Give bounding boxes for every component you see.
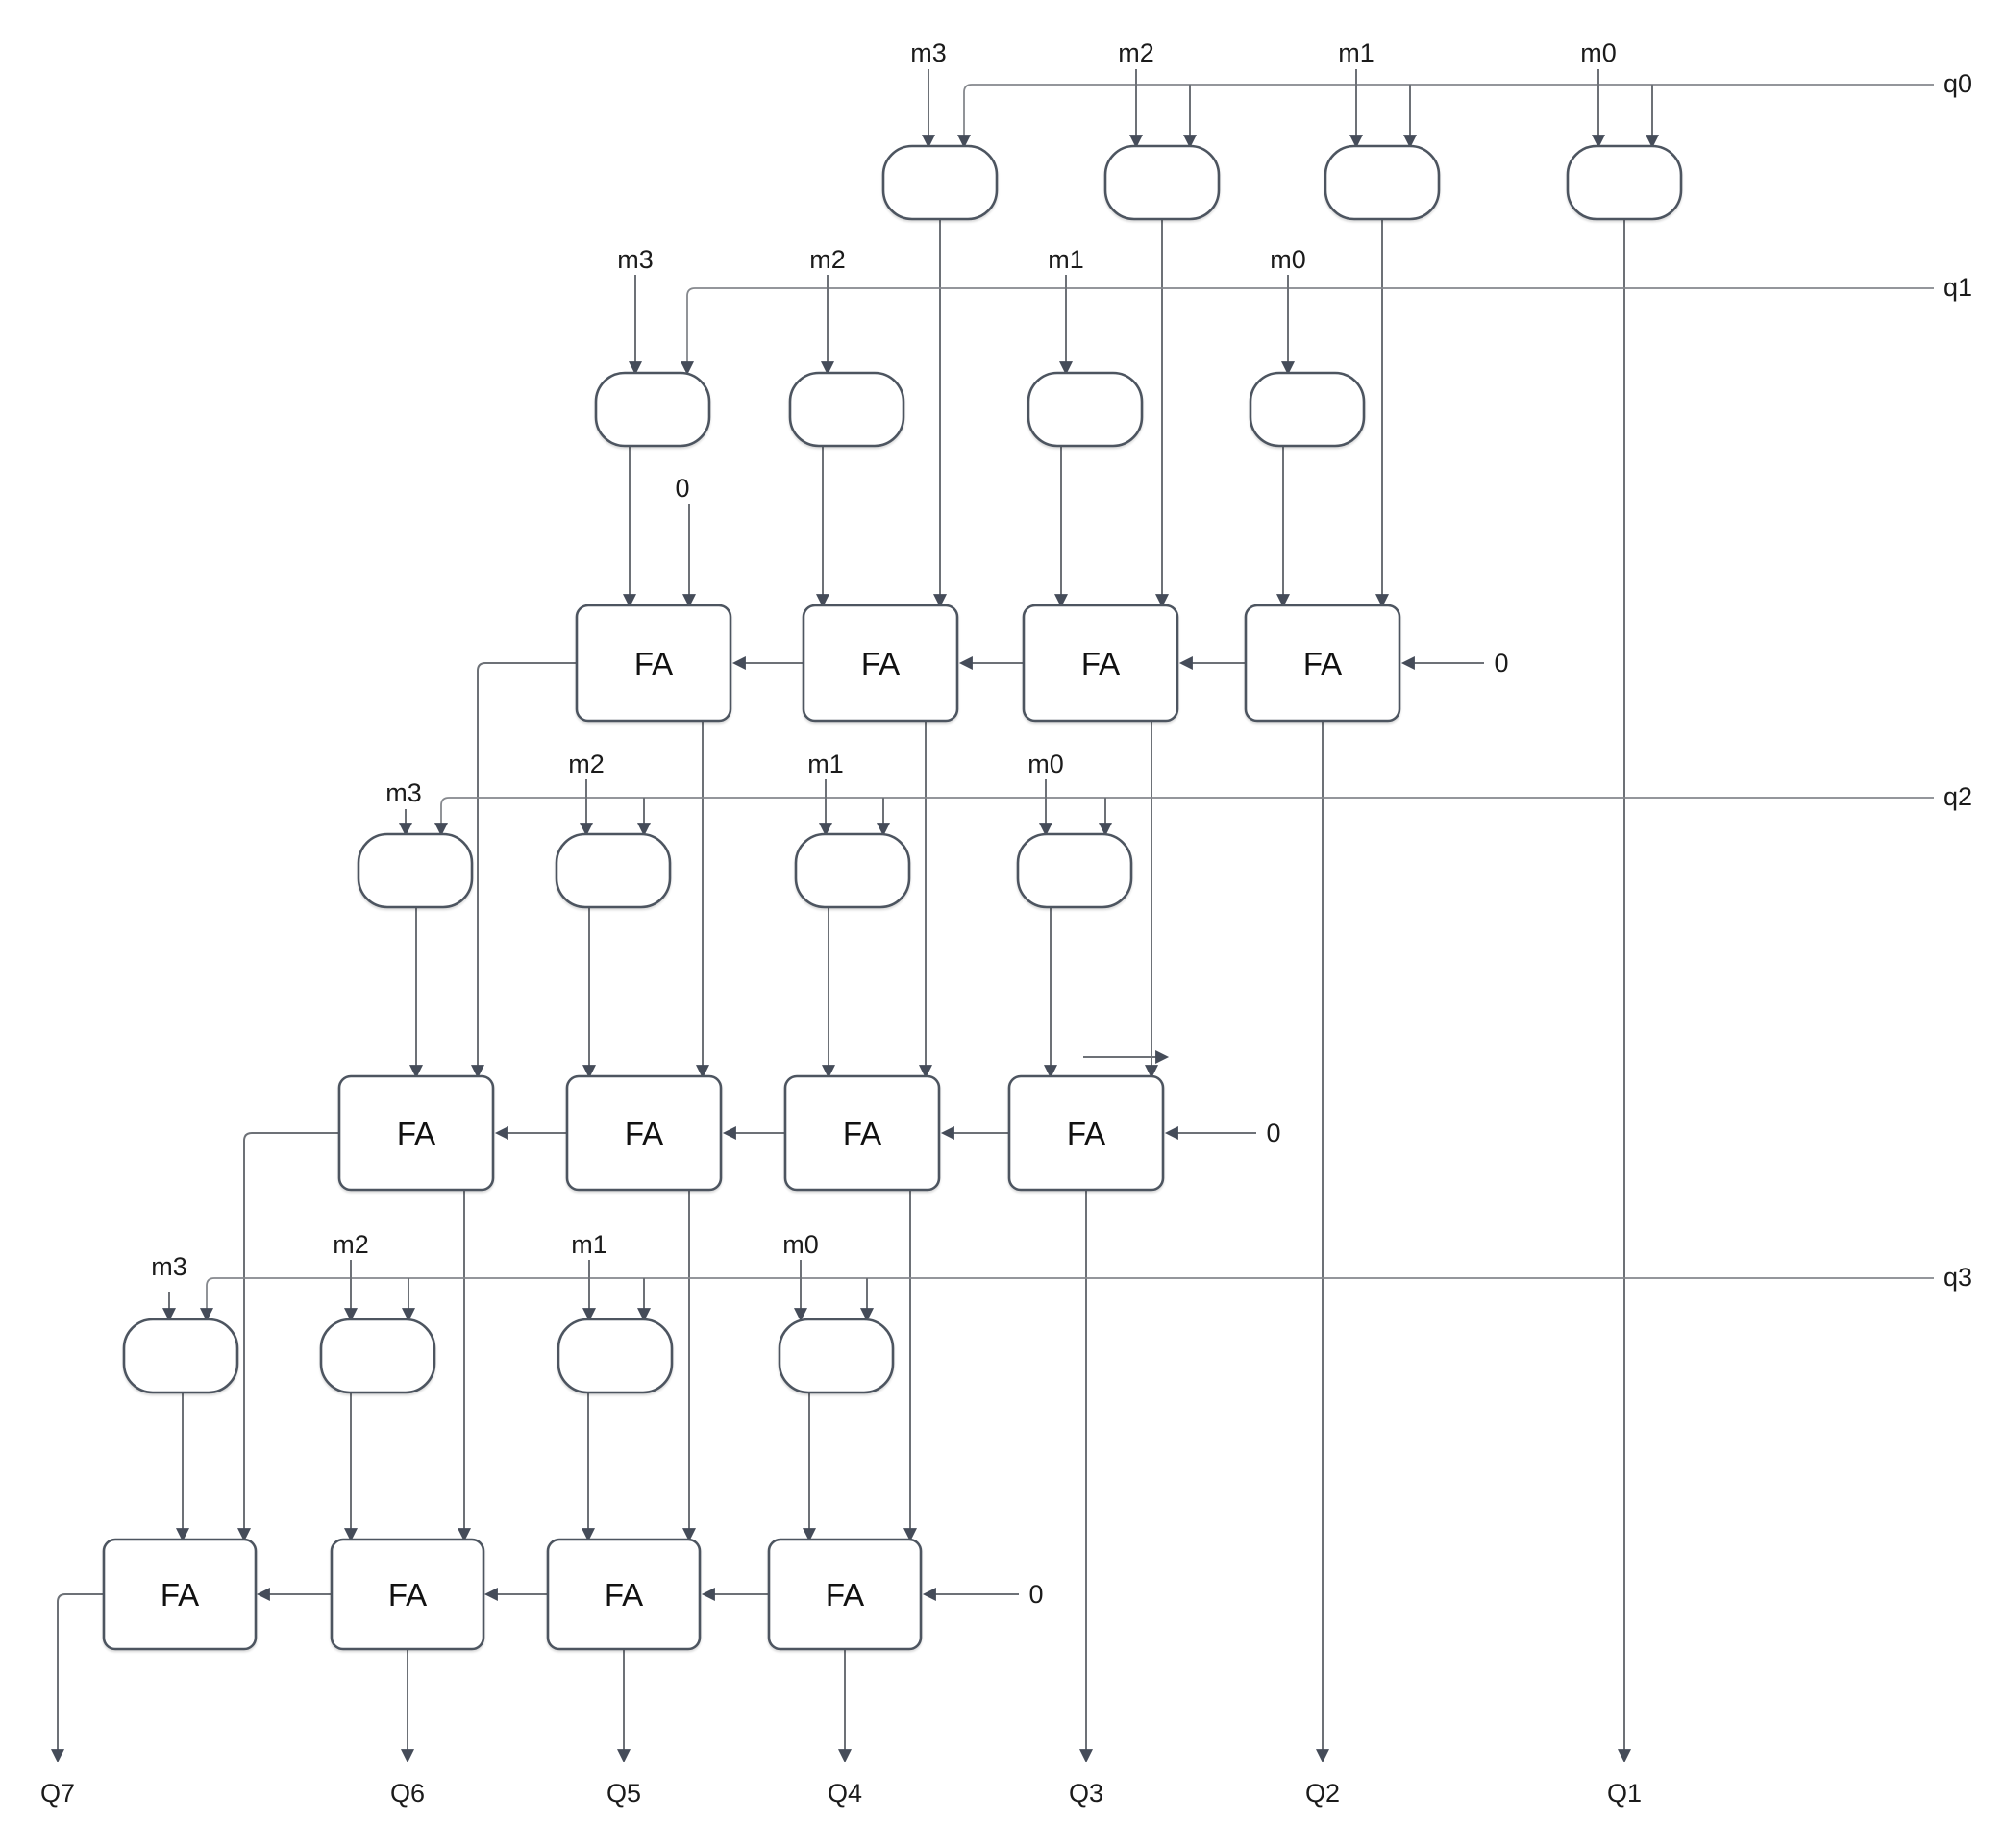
- and-gate-m3q0: [881, 144, 999, 221]
- m0-label: m0: [782, 1230, 819, 1259]
- q1-rail: [681, 287, 1934, 376]
- full-adder-box: [1022, 604, 1179, 723]
- output-q3-label: Q3: [1069, 1779, 1103, 1808]
- and-gate-m1q2: [794, 832, 911, 909]
- full-adder-box: [802, 604, 959, 723]
- m2-label: m2: [809, 245, 846, 274]
- output-q5-label: Q5: [606, 1779, 641, 1808]
- q2-rail-label: q2: [1943, 782, 1972, 811]
- full-adder-box: [330, 1538, 485, 1651]
- zero-label: 0: [675, 474, 689, 503]
- full-adder-box: [337, 1074, 495, 1192]
- and-gate-m0q1: [1249, 371, 1366, 448]
- m1-label: m1: [1338, 38, 1374, 67]
- fa-label: FA: [605, 1577, 643, 1613]
- output-q2-label: Q2: [1305, 1779, 1340, 1808]
- m2-label: m2: [333, 1230, 369, 1259]
- full-adder-box: [546, 1538, 702, 1651]
- fa-label: FA: [634, 646, 673, 681]
- carry-out-wire: [471, 662, 577, 1079]
- and-gate-m3q1: [594, 371, 711, 448]
- zero-label: 0: [1266, 1119, 1280, 1147]
- fa-label: FA: [826, 1577, 864, 1613]
- m3-label: m3: [617, 245, 654, 274]
- m0-label: m0: [1270, 245, 1306, 274]
- gates-and-adders: [102, 144, 1683, 1651]
- m1-label: m1: [1048, 245, 1084, 274]
- fa-label: FA: [861, 646, 900, 681]
- fa-label: FA: [625, 1116, 663, 1151]
- and-gate-m2q2: [555, 832, 672, 909]
- q1-rail-label: q1: [1943, 273, 1972, 302]
- m1-label: m1: [571, 1230, 607, 1259]
- m3-label: m3: [151, 1252, 187, 1281]
- m3-label: m3: [385, 778, 422, 807]
- full-adder-box: [575, 604, 732, 723]
- fa-label: FA: [1067, 1116, 1105, 1151]
- q7-output-wire: [51, 1593, 104, 1763]
- and-gate-m0q2: [1016, 832, 1133, 909]
- m1-label: m1: [807, 750, 844, 778]
- full-adder-box: [565, 1074, 723, 1192]
- and-gate-m2q1: [788, 371, 905, 448]
- zero-label: 0: [1028, 1580, 1043, 1609]
- q3-rail: [200, 1277, 1934, 1322]
- and-gate-m2q3: [319, 1318, 436, 1394]
- output-q6-label: Q6: [390, 1779, 425, 1808]
- and-gate-m1q3: [557, 1318, 674, 1394]
- wires: [51, 69, 1934, 1763]
- zero-label: 0: [1494, 649, 1508, 678]
- fa-label: FA: [161, 1577, 199, 1613]
- output-q4-label: Q4: [828, 1779, 862, 1808]
- m0-label: m0: [1027, 750, 1064, 778]
- q0-rail: [957, 84, 1934, 149]
- fa-label: FA: [397, 1116, 435, 1151]
- m2-label: m2: [568, 750, 605, 778]
- full-adder-box: [102, 1538, 258, 1651]
- output-q7-label: Q7: [40, 1779, 75, 1808]
- fa-label: FA: [1303, 646, 1342, 681]
- m3-label: m3: [910, 38, 947, 67]
- and-gate-m0q3: [778, 1318, 895, 1394]
- and-gate-m3q3: [122, 1318, 239, 1394]
- and-gate-m1q1: [1027, 371, 1144, 448]
- fa-label: FA: [1081, 646, 1120, 681]
- q2-rail: [434, 797, 1934, 837]
- and-gate-m1q0: [1324, 144, 1441, 221]
- full-adder-box: [1007, 1074, 1165, 1192]
- q3-rail-label: q3: [1943, 1263, 1972, 1292]
- and-gate-m3q2: [357, 832, 474, 909]
- and-gate-m2q0: [1103, 144, 1221, 221]
- full-adder-box: [767, 1538, 923, 1651]
- fa-label: FA: [843, 1116, 881, 1151]
- carry-out-wire: [237, 1132, 339, 1542]
- q0-rail-label: q0: [1943, 69, 1972, 98]
- fa-label: FA: [388, 1577, 427, 1613]
- full-adder-box: [1244, 604, 1401, 723]
- m2-label: m2: [1118, 38, 1154, 67]
- and-gate-m0q0: [1566, 144, 1683, 221]
- output-q1-label: Q1: [1607, 1779, 1642, 1808]
- m0-label: m0: [1580, 38, 1617, 67]
- full-adder-box: [783, 1074, 941, 1192]
